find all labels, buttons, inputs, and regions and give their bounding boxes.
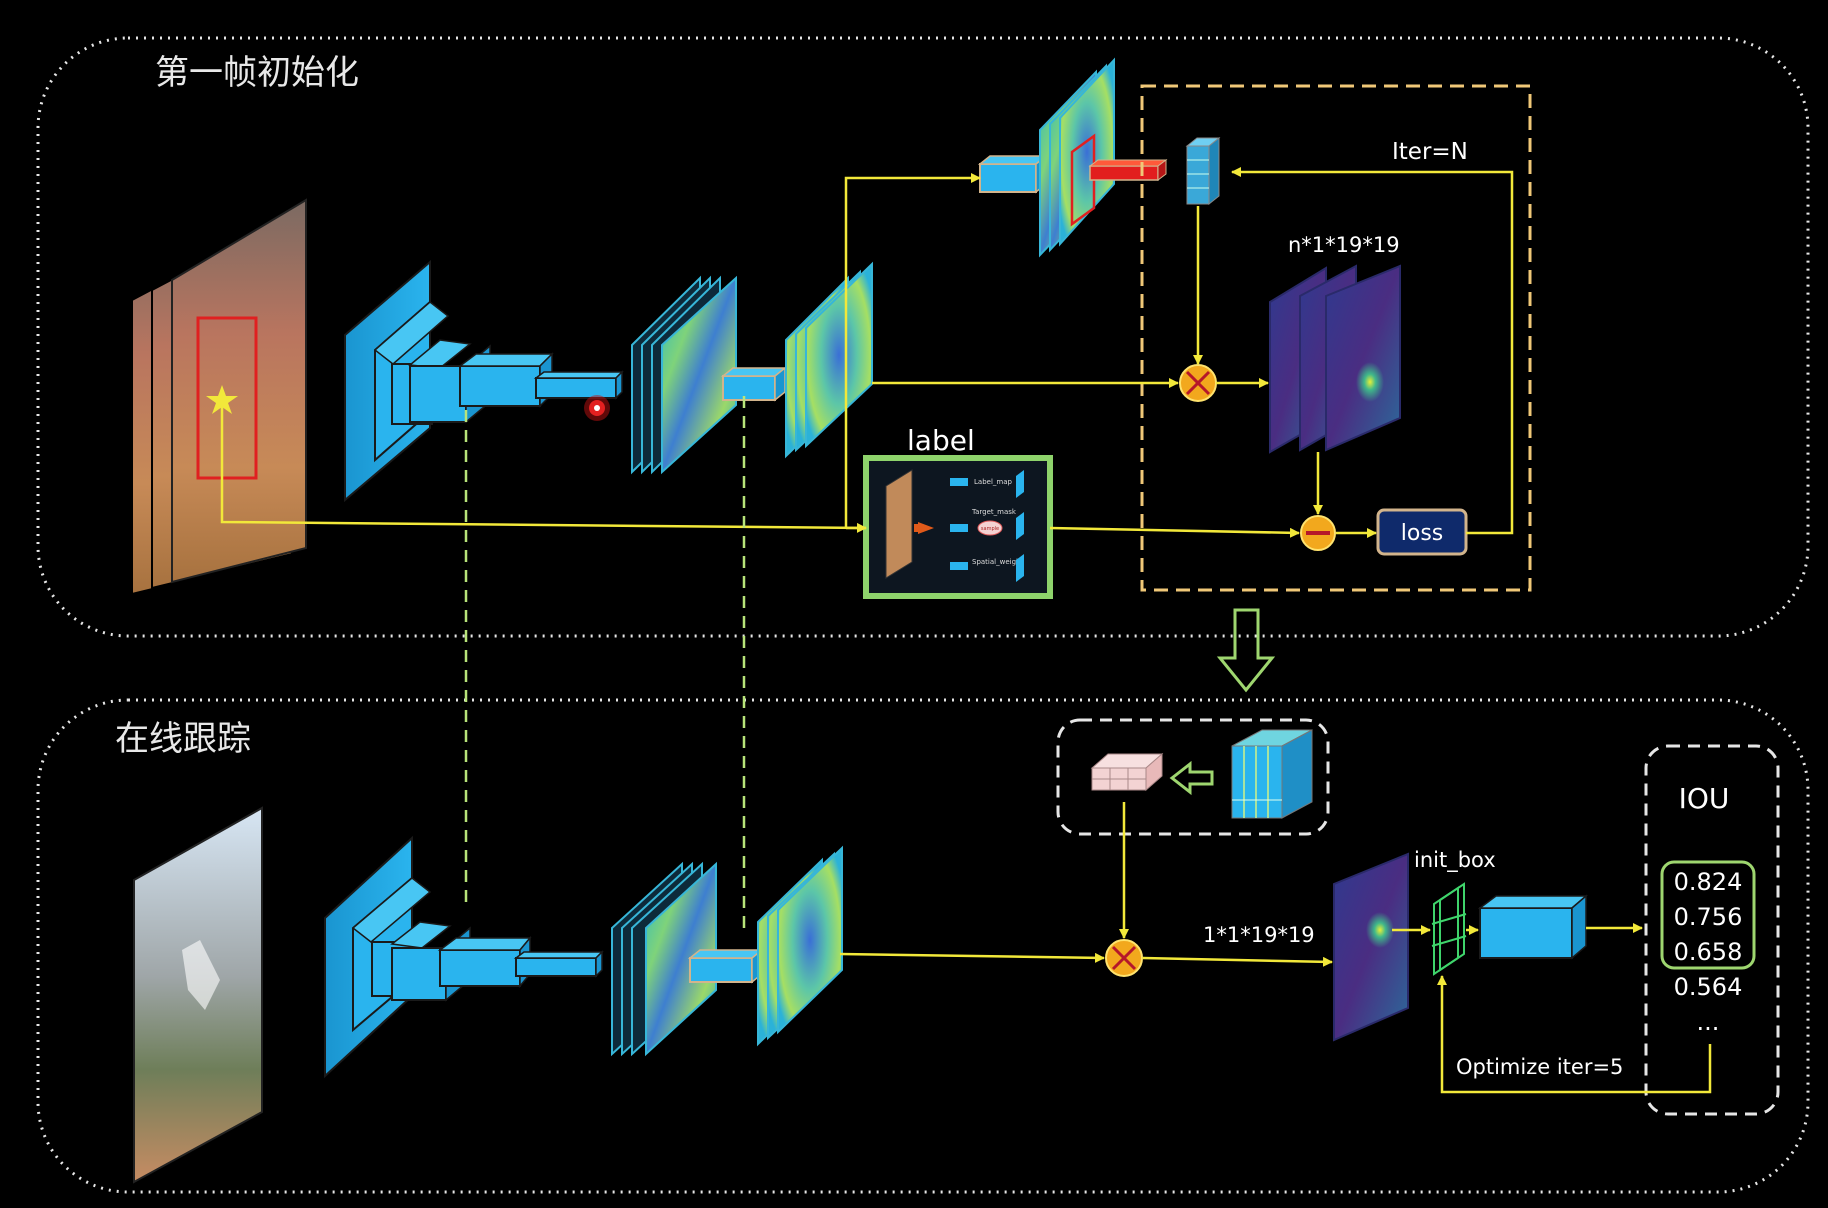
hollow-left-arrow [1169,760,1214,796]
label-title: label [907,424,975,457]
upper-feature-map-stack [1039,57,1115,258]
bottom-connectors [839,802,1712,1094]
optimization-box [1140,84,1532,592]
feature-map-stack-4 [757,845,843,1047]
iou-score-item: ... [1697,1008,1720,1036]
iou-panel [1644,744,1780,1116]
multiply-icon-bottom [1105,939,1143,977]
candidate-boxes [1431,882,1467,976]
response-shape-label: 1*1*19*19 [1203,923,1315,947]
red-pooling-bar [1088,159,1168,181]
small-block-top [720,366,788,402]
feature-map-stack-3 [611,861,717,1057]
current-frame [133,806,263,1184]
iou-top-scores-highlight [1660,860,1756,970]
target-mask-text: Target_mask [971,508,1017,516]
iou-score-item: 0.756 [1674,903,1743,931]
spatial-weight-text: Spatial_weight [972,558,1023,566]
score-map-shape-label: n*1*19*19 [1288,233,1400,257]
subtract-icon [1300,515,1336,551]
transfer-down-arrow [1216,608,1276,693]
small-block-bottom [687,948,765,984]
iou-score-list: 0.824 0.756 0.658 0.564... [1674,868,1743,1036]
mask-pill-text: sample [981,526,999,532]
optimize-label: Optimize iter=5 [1456,1055,1623,1079]
filter-kernel [1185,136,1221,206]
loss-label: loss [1401,521,1444,546]
tracking-section-title: 在线跟踪 [115,719,251,759]
backbone-top [344,259,624,503]
record-dot-icon [584,395,610,421]
first-frame-stack [131,198,307,596]
iou-score-item: 0.824 [1674,868,1743,896]
init-section-title: 第一帧初始化 [155,53,359,93]
iter-n-label: Iter=N [1392,139,1468,165]
multiply-icon [1179,364,1217,402]
iou-predictor-block [1477,894,1589,960]
iou-score-item: 0.564 [1674,973,1743,1001]
loss-node: loss [1376,508,1468,556]
shared-weights-guides [464,396,746,928]
iou-score-item: 0.658 [1674,938,1743,966]
top-connectors [220,167,1514,538]
backbone-bottom [324,835,604,1079]
filter-stack [1231,729,1313,819]
label-map-text: Label_map [974,478,1012,486]
label-panel: Label_map Target_mask sample Spatial_wei… [863,455,1053,599]
feature-map-stack-1 [631,275,737,475]
response-map [1333,852,1409,1042]
filter-transfer-box [1056,718,1330,836]
upper-branch-block [977,154,1049,194]
feature-map-stack-2 [785,261,873,459]
init-box-label: init_box [1414,848,1496,873]
filter-grid [1090,752,1164,792]
iou-title: IOU [1679,782,1730,815]
score-map-stack [1269,264,1401,454]
